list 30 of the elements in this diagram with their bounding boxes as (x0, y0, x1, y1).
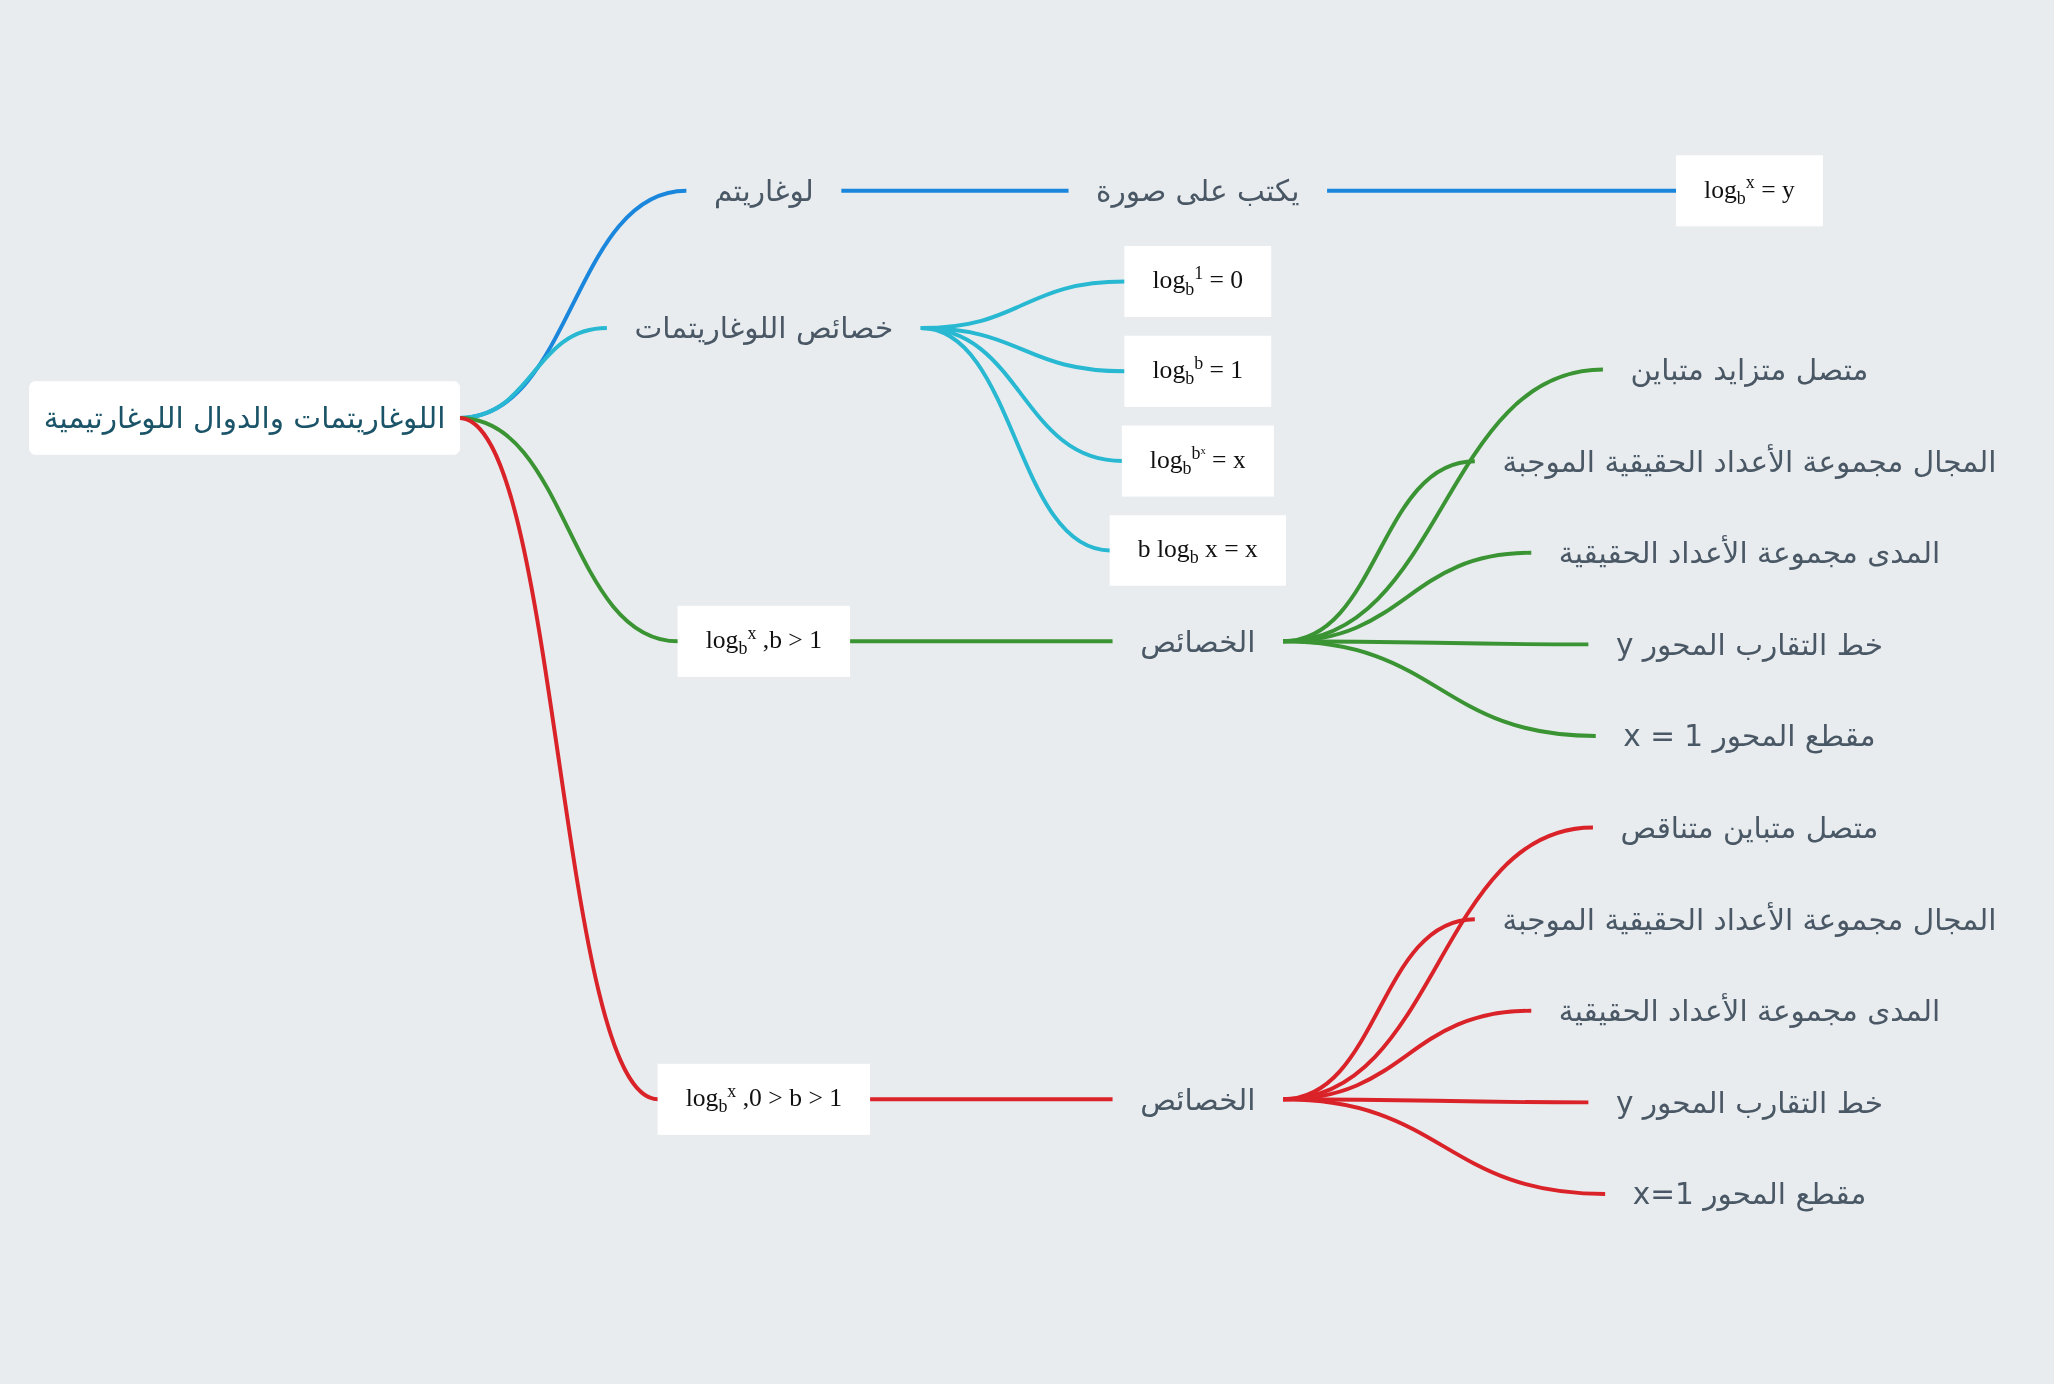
node-box: log$_{b}$$^{b}$ = 1 (1124, 335, 1272, 407)
node-text: الخصائص (1140, 623, 1256, 659)
node-text: الخصائص (1140, 1081, 1256, 1117)
node-text: خط التقارب المحور y (1615, 626, 1883, 662)
node-box: log$_{b}$$^{bˣ}$ = x (1121, 425, 1274, 497)
connector (1282, 638, 1596, 738)
node-text: مقطع المحور x = 1 (1623, 718, 1876, 753)
node-text: المدى مجموعة الأعداد الحقيقية (1558, 535, 1941, 570)
node-box: log$_{b}$$^{x}$ ,0 > b > 1 (657, 1063, 871, 1135)
connector (1282, 1096, 1606, 1196)
node-text: مقطع المحور x=1 (1632, 1176, 1867, 1211)
connector (849, 638, 1113, 643)
connector (841, 188, 1069, 193)
node-text: لوغاريتم (713, 173, 814, 208)
node-box: log$_{b}$$^{x}$ ,b > 1 (677, 605, 851, 677)
node-text: متصل متزايد متباين (1630, 351, 1869, 387)
node-text: المجال مجموعة الأعداد الحقيقية الموجبة (1502, 901, 1997, 937)
node-text: المجال مجموعة الأعداد الحقيقية الموجبة (1502, 443, 1997, 479)
node-text: خصائص اللوغاريتمات (634, 310, 894, 345)
connector (920, 325, 1111, 553)
connector (869, 1096, 1113, 1101)
connector (1327, 188, 1677, 193)
connector (458, 415, 660, 1101)
node-text: المدى مجموعة الأعداد الحقيقية (1558, 993, 1941, 1028)
node-box: log$_{b}$$^{x}$ = y (1676, 154, 1823, 226)
node-box: log$_{b}$$^{1}$ = 0 (1124, 245, 1272, 317)
node-text: يكتب على صورة (1096, 173, 1300, 208)
node-text: خط التقارب المحور y (1615, 1084, 1883, 1120)
node-box: b log$_{b}$ x = x (1109, 514, 1286, 586)
node-text: متصل متباين متناقص (1620, 809, 1879, 845)
